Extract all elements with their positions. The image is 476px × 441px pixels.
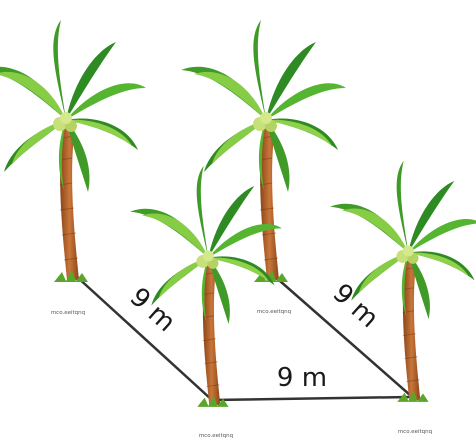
watermark-text: mco.eeitqnq (257, 309, 291, 315)
palm-tree-icon (329, 160, 476, 403)
palm-tree-icon (129, 165, 283, 408)
distance-line-left (74, 274, 214, 402)
distance-label-left: 9 m (124, 282, 181, 338)
watermark-text: mco.eeitqnq (199, 433, 233, 439)
distance-label-bottom: 9 m (277, 363, 327, 393)
palm-tree-icon (0, 19, 147, 283)
watermark-text: mco.eeitqnq (398, 429, 432, 435)
distance-line-right (270, 272, 412, 397)
distance-line-bottom (210, 395, 412, 402)
watermark-text: mco.eeitqnq (51, 310, 85, 316)
distance-label-right: 9 m (327, 278, 384, 334)
distance-lines (74, 272, 412, 402)
